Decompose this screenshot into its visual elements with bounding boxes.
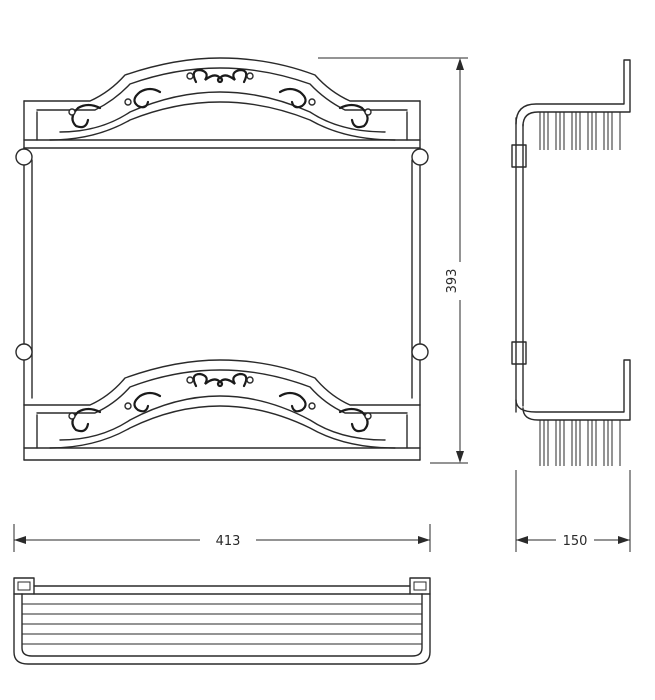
top-left-cap-inner — [17, 581, 31, 591]
height-arrow-bottom — [456, 451, 464, 463]
side-lower-basket — [515, 359, 631, 421]
top-left-cap — [13, 577, 35, 595]
height-label: 393 — [445, 269, 460, 294]
top-frame-inner — [21, 593, 423, 657]
width-arrow-right — [418, 536, 430, 544]
left-lower-knob — [15, 343, 33, 361]
top-right-cap — [409, 577, 431, 595]
upper-shelf-front — [23, 57, 421, 149]
upper-ornament — [68, 68, 372, 129]
lower-basket-curve-2 — [59, 395, 386, 441]
lower-back-plate-inner — [36, 369, 408, 414]
side-upper-basket — [515, 59, 631, 127]
depth-arrow-right — [618, 536, 630, 544]
right-lower-knob — [411, 343, 429, 361]
top-right-cap-inner — [413, 581, 427, 591]
side-lower-teeth — [539, 420, 621, 466]
depth-dimension: 150 — [515, 470, 631, 552]
top-view — [13, 577, 431, 665]
left-upper-knob — [15, 148, 33, 166]
depth-arrow-left — [516, 536, 528, 544]
lower-back-plate — [23, 359, 421, 406]
side-upper-teeth — [539, 112, 621, 150]
right-upper-knob — [411, 148, 429, 166]
lower-ornament — [68, 372, 372, 433]
depth-label: 150 — [563, 534, 588, 549]
lower-shelf-front — [23, 359, 421, 461]
top-frame-outer — [13, 593, 431, 665]
width-label: 413 — [216, 534, 241, 549]
upper-basket-curve-2 — [59, 91, 386, 133]
top-wire-lines — [22, 603, 422, 645]
side-lower-bracket — [511, 341, 527, 365]
width-arrow-left — [14, 536, 26, 544]
upper-basket-curve — [36, 101, 408, 141]
upper-back-plate-inner — [36, 67, 408, 111]
lower-basket-curve — [36, 405, 408, 449]
side-upper-bracket — [511, 144, 527, 168]
upper-back-plate — [23, 57, 421, 102]
height-arrow-top — [456, 58, 464, 70]
front-view — [15, 57, 429, 461]
height-dimension: 393 — [318, 57, 468, 464]
width-dimension: 413 — [13, 524, 431, 552]
side-view — [511, 59, 631, 466]
